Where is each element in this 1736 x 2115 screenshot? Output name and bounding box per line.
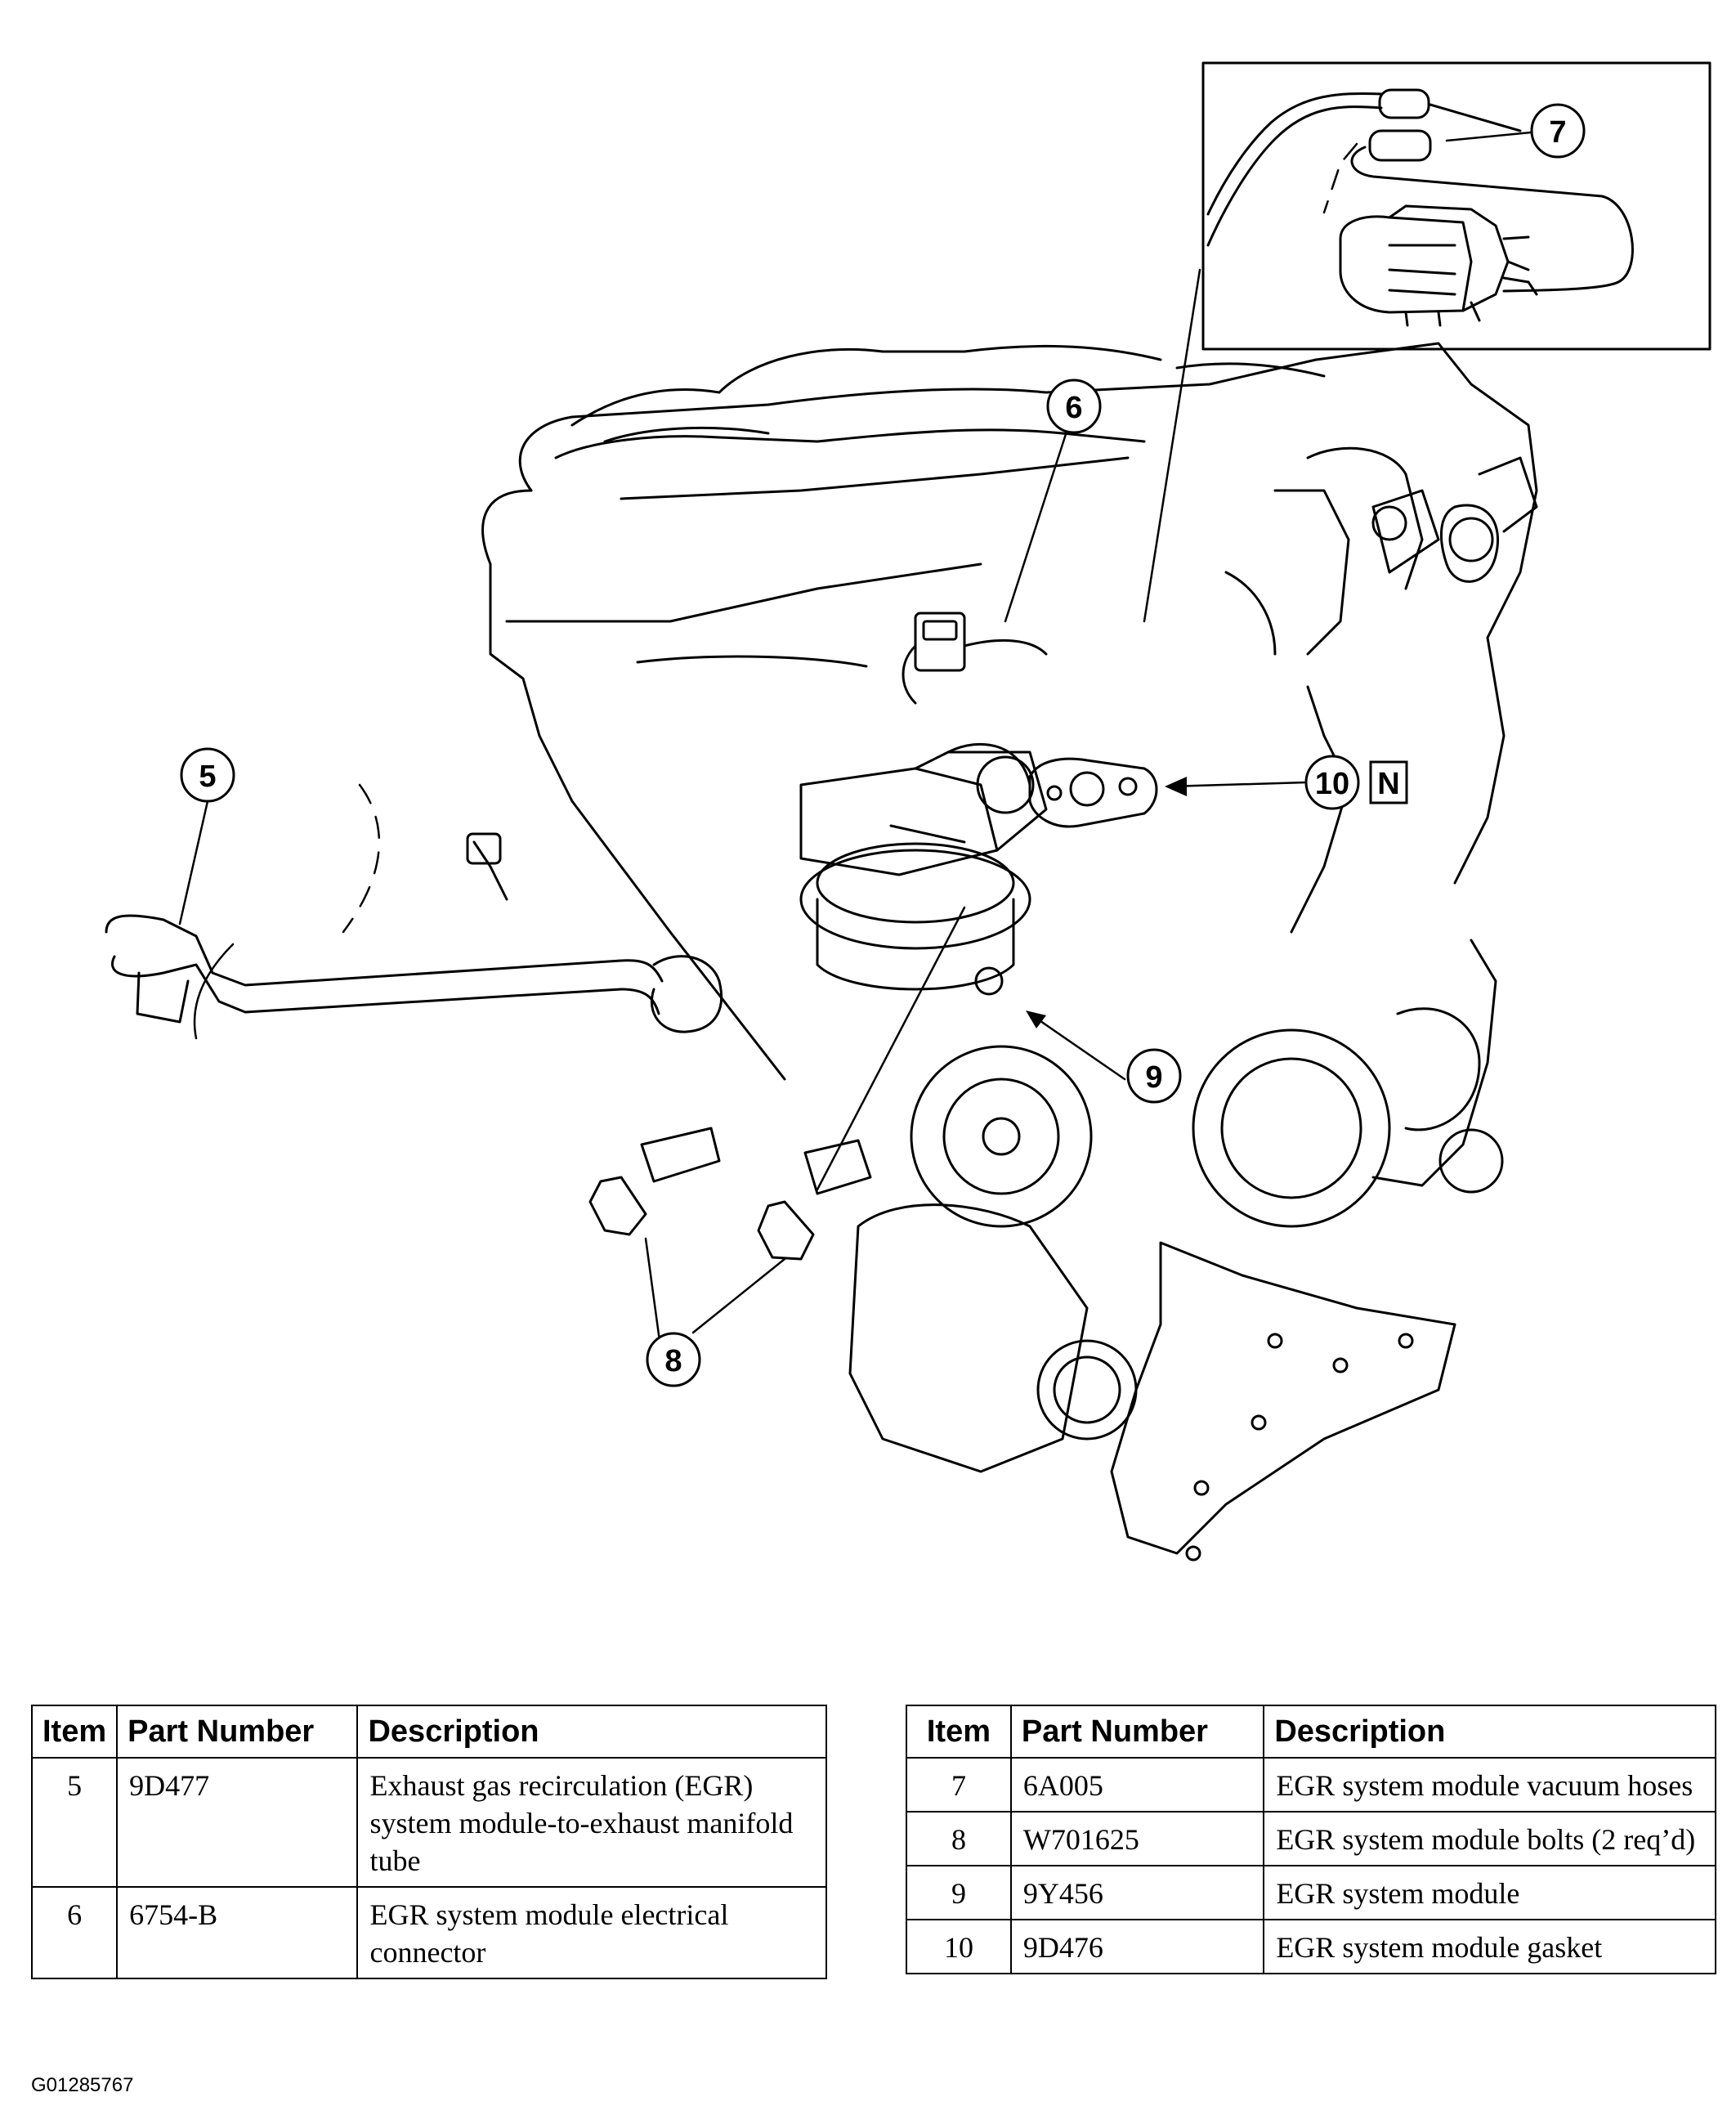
header-description: Description (356, 1705, 827, 1759)
egr-tube (105, 832, 723, 1033)
leader-9 (1028, 1012, 1126, 1081)
view-marker-label: N (1377, 767, 1399, 801)
header-part-number: Part Number (116, 1705, 359, 1759)
callout-circle-8 (646, 1332, 701, 1387)
cell-item: 8 (906, 1811, 1012, 1866)
leader-5 (178, 800, 209, 925)
callout-circle-7 (1530, 103, 1586, 159)
lower-cover (1110, 1241, 1456, 1562)
callout-circle-9 (1126, 1048, 1182, 1104)
engine-assembly (481, 342, 1538, 1081)
callout-label-10: 10 (1315, 767, 1349, 801)
callout-label-7: 7 (1549, 115, 1566, 150)
table-row: 6 6754-B EGR system module electrical co… (30, 1886, 827, 1979)
header-item: Item (906, 1705, 1012, 1759)
pulleys (848, 939, 1504, 1473)
cell-part-number: 9D476 (1009, 1919, 1265, 1974)
table-header-row: Item Part Number Description (30, 1705, 827, 1759)
cell-description: EGR system module electrical connector (356, 1886, 827, 1979)
table-row: 10 9D476 EGR system module gasket (906, 1919, 1716, 1974)
leader-10 (1167, 781, 1308, 788)
engine-egr-diagram: 5 6 7 8 9 10 N (105, 61, 1711, 1562)
egr-bolts (588, 1127, 872, 1261)
egr-module (799, 742, 1048, 996)
cell-description: Exhaust gas recirculation (EGR) system m… (356, 1757, 827, 1888)
egr-electrical-connector (902, 612, 1048, 705)
callout-label-8: 8 (664, 1344, 682, 1378)
parts-table-left: Item Part Number Description 5 9D477 Exh… (30, 1705, 827, 1979)
callout-circle-6 (1046, 379, 1102, 434)
table-row: 5 9D477 Exhaust gas recirculation (EGR) … (30, 1757, 827, 1888)
arrowhead-10 (1165, 777, 1187, 796)
cell-item: 10 (906, 1919, 1012, 1974)
table-row: 9 9Y456 EGR system module (906, 1865, 1716, 1920)
leader-7 (1445, 131, 1532, 142)
leader-6 (1004, 430, 1068, 623)
header-description: Description (1263, 1705, 1716, 1759)
cell-item: 9 (906, 1865, 1012, 1920)
cell-item: 5 (30, 1757, 119, 1888)
view-marker-box (1369, 760, 1408, 804)
cell-part-number: 9D477 (116, 1757, 359, 1888)
header-item: Item (30, 1705, 119, 1759)
callout-label-6: 6 (1065, 391, 1082, 425)
arrow-8b (816, 906, 966, 1191)
cell-description: EGR system module (1263, 1865, 1716, 1920)
leader-8b (691, 1257, 786, 1334)
callout-label-9: 9 (1145, 1060, 1162, 1095)
callout-circle-10 (1304, 755, 1360, 810)
leader-5-dash (342, 783, 381, 934)
arrowhead-9 (1026, 1010, 1046, 1028)
cell-part-number: 6754-B (116, 1886, 359, 1979)
cell-description: EGR system module vacuum hoses (1263, 1757, 1716, 1813)
egr-gasket (1028, 757, 1158, 828)
cell-description: EGR system module gasket (1263, 1919, 1716, 1974)
inset-vacuum-hoses (1206, 88, 1634, 327)
figure-code: G01285767 (31, 2074, 134, 2096)
cell-part-number: 9Y456 (1009, 1865, 1265, 1920)
cell-item: 6 (30, 1886, 119, 1979)
parts-table-right: Item Part Number Description 7 6A005 EGR… (906, 1705, 1716, 1974)
leader-5-tip (193, 943, 235, 1040)
cell-part-number: 6A005 (1009, 1757, 1265, 1813)
cell-description: EGR system module bolts (2 req’d) (1263, 1811, 1716, 1866)
cell-part-number: W701625 (1009, 1811, 1265, 1866)
table-row: 7 6A005 EGR system module vacuum hoses (906, 1757, 1716, 1813)
header-part-number: Part Number (1009, 1705, 1265, 1759)
cell-item: 7 (906, 1757, 1012, 1813)
callout-label-5: 5 (199, 760, 216, 794)
inset-detail-box (1201, 61, 1711, 351)
callout-circle-5 (180, 747, 235, 803)
leader-7-dash (1322, 142, 1358, 214)
leader-7-b (1143, 268, 1201, 623)
table-header-row: Item Part Number Description (906, 1705, 1716, 1759)
table-row: 8 W701625 EGR system module bolts (2 req… (906, 1811, 1716, 1866)
